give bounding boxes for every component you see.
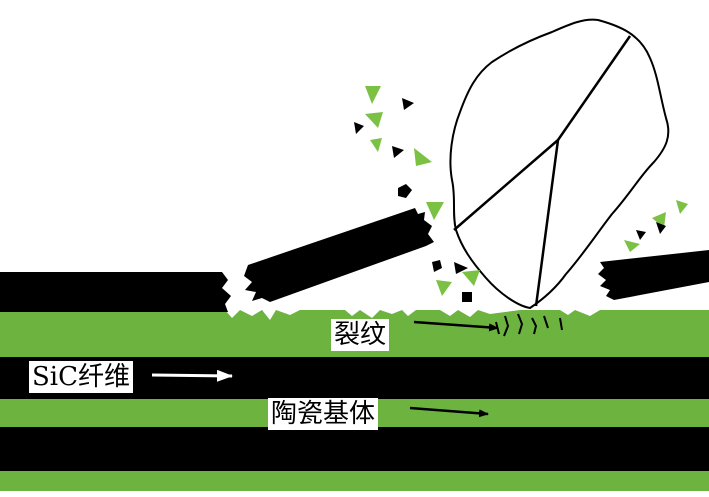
label-sic-fiber: SiC纤维 <box>29 361 134 393</box>
abrasive-particle <box>449 18 670 310</box>
debris-black <box>354 98 666 302</box>
composite-layers <box>0 310 709 497</box>
matrix-arrow <box>409 406 489 418</box>
fiber-layer-2 <box>0 427 709 471</box>
fiber-arrow <box>151 369 233 382</box>
broken-fiber-fragment <box>244 208 434 302</box>
surface-fiber-right <box>598 250 709 300</box>
surface-fiber-left <box>0 272 231 312</box>
matrix-bottom-edge <box>0 491 709 497</box>
surface-damage <box>225 310 600 320</box>
label-ceramic-matrix: 陶瓷基体 <box>268 398 379 430</box>
label-crack: 裂纹 <box>331 319 390 351</box>
debris-green <box>365 86 688 296</box>
crack-arrow <box>413 320 499 332</box>
matrix-layer-3 <box>0 471 709 491</box>
